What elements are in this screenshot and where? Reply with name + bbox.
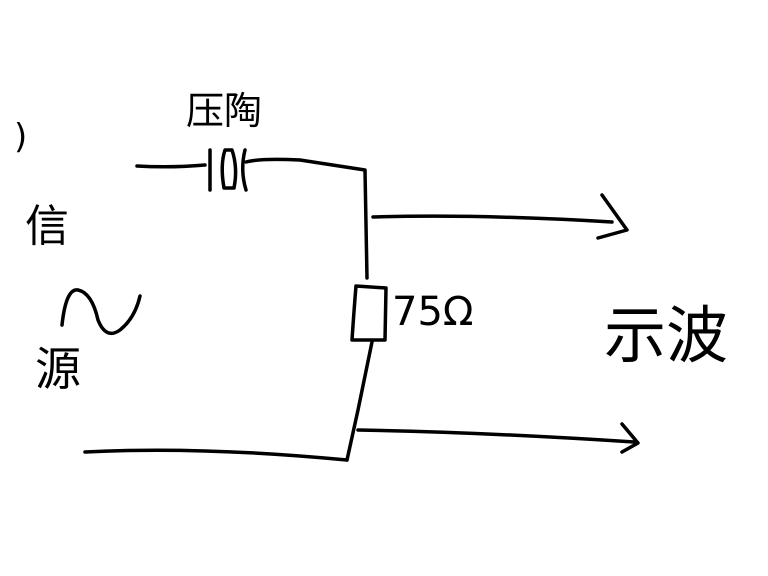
source-label-top: 信 xyxy=(25,201,69,252)
piezo-plate-right xyxy=(241,148,248,192)
wire-top-left xyxy=(135,163,207,169)
oscilloscope-label: 示波 xyxy=(604,299,729,372)
piezo-label: 压陶 xyxy=(186,89,263,133)
output-arrow-top xyxy=(596,193,629,240)
wire-bottom xyxy=(83,448,349,462)
output-arrow-bottom xyxy=(620,422,640,454)
resistor-label: 75Ω xyxy=(392,289,474,335)
paren-mark: ) xyxy=(14,117,28,157)
wire-top-right xyxy=(244,157,369,280)
piezo-body xyxy=(220,148,238,190)
wire-bottom-right xyxy=(345,340,374,462)
resistor-symbol xyxy=(350,284,388,342)
source-label-bottom: 源 xyxy=(35,342,81,396)
output-line-top xyxy=(371,214,614,224)
output-line-bottom xyxy=(356,428,636,444)
sine-wave-icon xyxy=(60,288,142,336)
